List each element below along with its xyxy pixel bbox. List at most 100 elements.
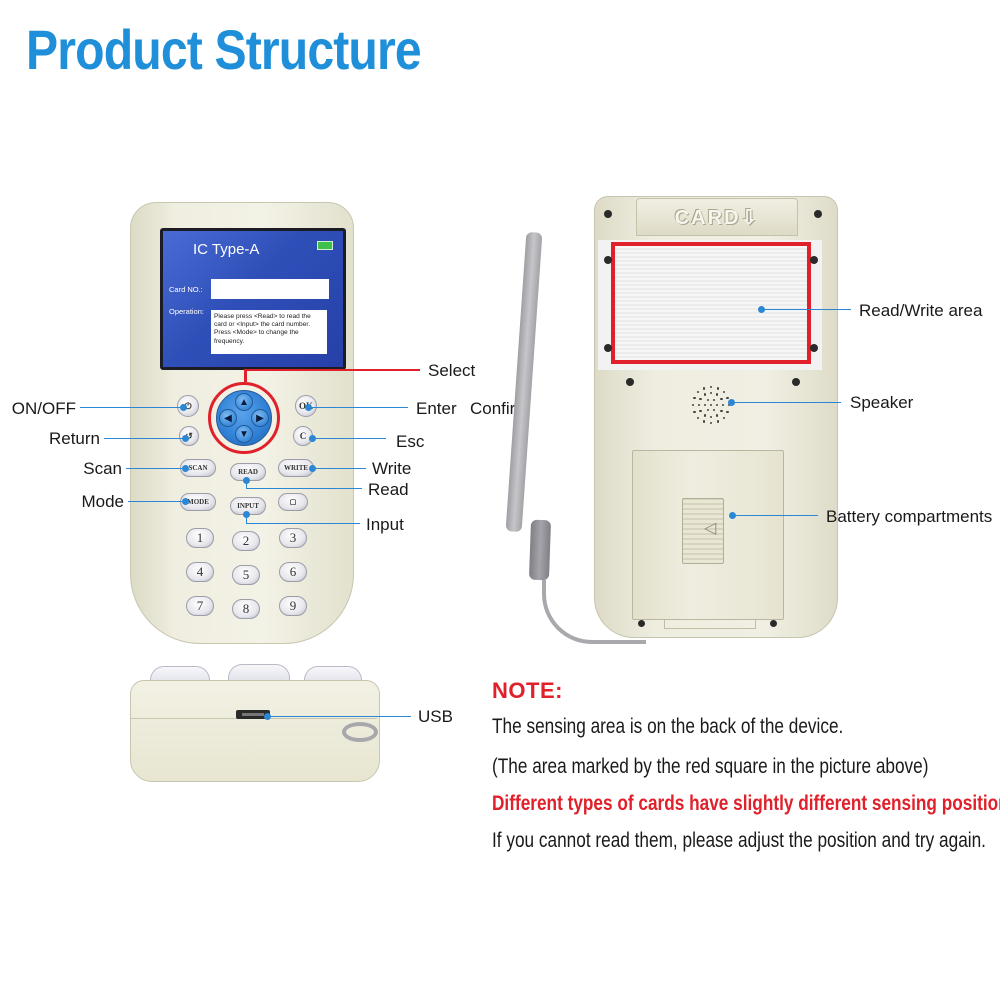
speaker-hole bbox=[697, 403, 701, 407]
speaker-hole bbox=[697, 391, 700, 394]
speaker-hole bbox=[703, 393, 707, 396]
speaker-hole bbox=[712, 408, 716, 412]
battery-latch[interactable] bbox=[682, 498, 724, 564]
read-write-area bbox=[611, 242, 811, 364]
screw bbox=[604, 210, 612, 218]
screw bbox=[638, 620, 645, 627]
speaker-hole bbox=[709, 385, 713, 389]
key-8[interactable]: 8 bbox=[232, 599, 260, 619]
key-2[interactable]: 2 bbox=[232, 531, 260, 551]
callout-line-scan bbox=[126, 468, 182, 469]
speaker-hole bbox=[726, 396, 729, 400]
strap-ring bbox=[342, 722, 378, 742]
device-screen: IC Type-A Card NO.: Operation: Please pr… bbox=[160, 228, 346, 370]
return-icon: ↺ bbox=[185, 430, 193, 441]
callout-dot-return bbox=[182, 435, 189, 442]
key-6[interactable]: 6 bbox=[279, 562, 307, 582]
screw bbox=[604, 344, 612, 352]
speaker-hole bbox=[722, 391, 725, 394]
label-speaker: Speaker bbox=[850, 393, 914, 412]
speaker-hole bbox=[706, 398, 710, 401]
speaker-hole bbox=[709, 415, 713, 419]
power-button[interactable]: ⏻ bbox=[177, 395, 199, 417]
battery-icon bbox=[317, 241, 333, 250]
callout-dot-esc bbox=[309, 435, 316, 442]
screw bbox=[604, 256, 612, 264]
key-9[interactable]: 9 bbox=[279, 596, 307, 616]
screen-message: Please press <Read> to read the card or … bbox=[211, 310, 327, 354]
speaker-hole bbox=[716, 420, 720, 423]
label-read: Read bbox=[368, 480, 409, 499]
callout-line-esc bbox=[316, 438, 386, 439]
card-slot-tab: CARD⇩ bbox=[636, 198, 798, 236]
key-5[interactable]: 5 bbox=[232, 565, 260, 585]
speaker-hole bbox=[703, 414, 707, 417]
strap-clasp bbox=[528, 519, 552, 581]
note-line-1: The sensing area is on the back of the d… bbox=[492, 715, 844, 738]
speaker-grille bbox=[686, 380, 736, 430]
label-battery: Battery compartments bbox=[826, 507, 993, 526]
label-esc: Esc bbox=[396, 432, 425, 451]
speaker-hole bbox=[702, 387, 706, 390]
wrist-strap bbox=[505, 231, 543, 533]
label-return: Return bbox=[48, 429, 100, 448]
callout-dot-speaker bbox=[728, 399, 735, 406]
power-icon: ⏻ bbox=[184, 400, 192, 411]
speaker-hole bbox=[709, 403, 713, 407]
speaker-hole bbox=[709, 391, 713, 395]
key-7[interactable]: 7 bbox=[186, 596, 214, 616]
note-line-4: If you cannot read them, please adjust t… bbox=[492, 829, 986, 852]
callout-line-enter bbox=[312, 407, 408, 408]
callout-dot-scan bbox=[182, 465, 189, 472]
arrow-right-icon[interactable]: ▶ bbox=[251, 409, 269, 427]
speaker-hole bbox=[709, 421, 713, 425]
callout-dot-usb bbox=[264, 713, 271, 720]
page-title: Product Structure bbox=[26, 18, 422, 81]
speaker-hole bbox=[691, 403, 695, 407]
speaker-hole bbox=[722, 416, 725, 419]
screw bbox=[792, 378, 800, 386]
label-mode: Mode bbox=[81, 492, 124, 511]
speaker-hole bbox=[715, 403, 719, 407]
esc-button[interactable]: C bbox=[293, 426, 313, 446]
callout-dot-mode bbox=[182, 498, 189, 505]
speaker-hole bbox=[715, 414, 719, 417]
note-line-3: Different types of cards have slightly d… bbox=[492, 792, 1000, 815]
device-side-body bbox=[130, 680, 380, 782]
speaker-hole bbox=[715, 393, 719, 396]
label-select: Select bbox=[428, 361, 476, 380]
screen-card-field bbox=[211, 279, 329, 299]
callout-dot-battery bbox=[729, 512, 736, 519]
mode-button[interactable]: MODE bbox=[180, 493, 216, 511]
read-button[interactable]: READ bbox=[230, 463, 266, 481]
callout-line-return bbox=[104, 438, 182, 439]
callout-line-read-write bbox=[765, 309, 851, 310]
speaker-hole bbox=[702, 420, 706, 423]
arrow-down-icon[interactable]: ▼ bbox=[235, 425, 253, 443]
key-3[interactable]: 3 bbox=[279, 528, 307, 548]
callout-line-input bbox=[246, 523, 360, 524]
key-1[interactable]: 1 bbox=[186, 528, 214, 548]
label-read-write-area: Read/Write area bbox=[859, 301, 983, 320]
callout-dot-write bbox=[309, 465, 316, 472]
note-line-2: (The area marked by the red square in th… bbox=[492, 755, 929, 778]
speaker-hole bbox=[699, 409, 702, 413]
speaker-hole bbox=[716, 387, 720, 390]
callout-dot-on-off bbox=[180, 404, 187, 411]
label-on-off: ON/OFF bbox=[11, 399, 76, 418]
select-callout-stem bbox=[244, 370, 247, 382]
key-4[interactable]: 4 bbox=[186, 562, 214, 582]
callout-line-usb bbox=[271, 716, 411, 717]
select-callout-line bbox=[244, 369, 420, 371]
speaker-hole bbox=[693, 410, 696, 414]
label-input: Input bbox=[366, 515, 404, 534]
screw bbox=[810, 256, 818, 264]
arrow-up-icon[interactable]: ▲ bbox=[235, 393, 253, 411]
arrow-left-icon[interactable]: ◀ bbox=[219, 409, 237, 427]
screen-title: IC Type-A bbox=[193, 241, 260, 258]
label-enter: Enter bbox=[416, 399, 457, 418]
callout-dot-enter bbox=[305, 404, 312, 411]
battery-foot bbox=[664, 620, 756, 629]
clear-button[interactable]: ▢ bbox=[278, 493, 308, 511]
screen-operation-label: Operation: bbox=[169, 307, 205, 316]
